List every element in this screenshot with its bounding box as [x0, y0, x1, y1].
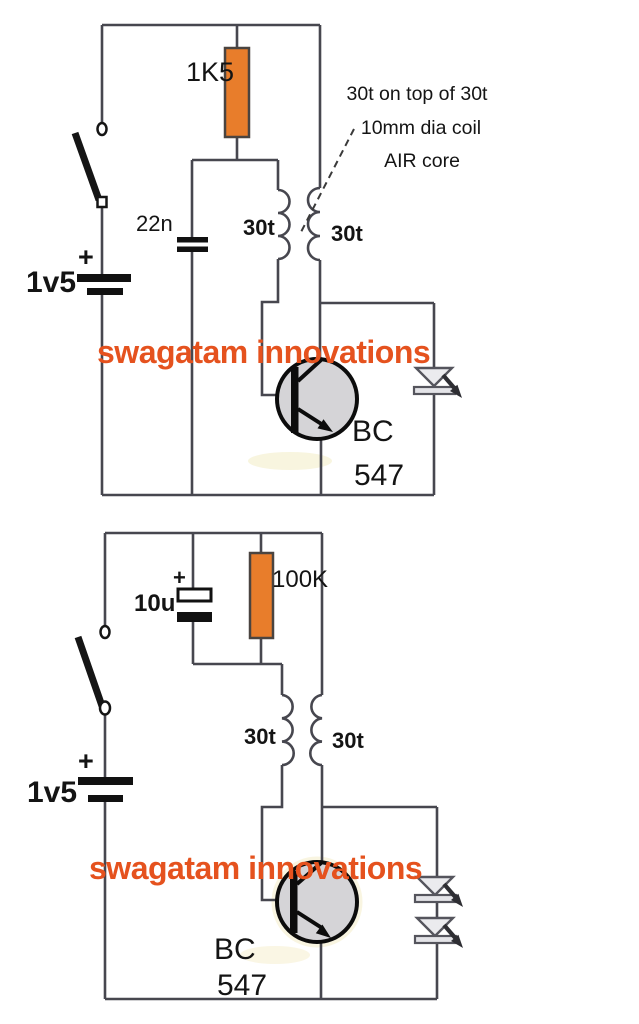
battery-positive-plate: [78, 777, 133, 785]
led-arrowhead: [450, 384, 462, 398]
led-arrow-shaft: [442, 882, 459, 901]
watermark-artifact: [248, 452, 332, 470]
battery-1v5: + 1v5: [27, 746, 133, 809]
capacitor-plate-bottom: [177, 612, 212, 622]
led-arrow-shaft: [442, 923, 459, 942]
transistor-circle: [275, 357, 359, 441]
annotation-line1: 30t on top of 30t: [347, 83, 489, 105]
transistor-bc547: BC 547: [275, 357, 404, 492]
led-cathode-bar: [412, 385, 457, 396]
capacitor-label: 10u: [134, 590, 175, 617]
transistor-label-line1: BC: [214, 933, 256, 966]
capacitor-plus-sign: +: [173, 565, 186, 590]
capacitor-22n: 22n: [136, 211, 208, 252]
capacitor-plate-top: [177, 237, 208, 243]
switch-bottom-contact: [96, 195, 108, 209]
switch-lever: [74, 635, 106, 708]
coil-left: [277, 188, 291, 261]
on-off-switch: [71, 121, 108, 209]
resistor-label: 1K5: [186, 57, 234, 87]
led-arrowhead: [451, 934, 463, 948]
resistor-body: [223, 46, 251, 139]
transistor-label-line2: 547: [354, 459, 404, 492]
switch-top-contact: [96, 121, 108, 137]
transistor-emitter-lead: [295, 910, 324, 930]
resistor-1k5: 1K5: [186, 46, 251, 139]
annotation-line3: AIR core: [384, 150, 460, 172]
led-2: [413, 916, 463, 948]
transistor-collector-lead: [296, 358, 323, 383]
coil-right: [306, 186, 321, 262]
watermark-text: swagatam innovations: [89, 850, 422, 886]
switch-bottom-contact: [98, 700, 112, 716]
switch-lever: [71, 131, 103, 202]
led-1: [413, 875, 463, 907]
transistor-base-bar: [291, 367, 299, 433]
bottom-circuit: + 1v5 + 10u 100K 30t 30t: [27, 531, 463, 1002]
led: [412, 366, 462, 398]
switch-top-contact: [99, 624, 111, 640]
resistor-label: 100K: [272, 566, 328, 593]
transistor-base-bar: [290, 871, 298, 933]
transistor-bc547: BC 547: [214, 860, 359, 1002]
battery-negative-plate: [87, 288, 123, 295]
battery-plus-sign: +: [78, 746, 94, 776]
led-cathode-bar: [413, 934, 458, 945]
watermark-text: swagatam innovations: [97, 334, 430, 370]
battery-label: 1v5: [26, 266, 76, 299]
capacitor-label: 22n: [136, 211, 173, 236]
annotation-leader-line: [299, 128, 355, 235]
coil-left-label: 30t: [243, 215, 275, 240]
coil-pair: 30t 30t: [243, 186, 363, 262]
transistor-collector-lead: [295, 861, 323, 886]
coil-right-label: 30t: [332, 728, 364, 753]
coil-right-label: 30t: [331, 221, 363, 246]
transistor-emitter-lead: [296, 407, 325, 427]
bottom-circuit-wires: [103, 531, 439, 1001]
coil-left: [281, 693, 295, 767]
resistor-100k: 100K: [248, 551, 328, 640]
led-arrow-shaft: [441, 373, 458, 392]
coil-pair: 30t 30t: [244, 693, 364, 767]
battery-plus-sign: +: [78, 242, 94, 272]
battery-negative-plate: [88, 795, 123, 802]
coil-annotation: 30t on top of 30t 10mm dia coil AIR core: [299, 83, 489, 235]
resistor-body: [248, 551, 275, 640]
emitter-arrowhead: [317, 419, 333, 432]
on-off-switch: [74, 624, 112, 716]
transistor-label-line1: BC: [352, 415, 394, 448]
emitter-arrowhead: [315, 924, 331, 938]
led-cathode-bar: [413, 893, 458, 904]
capacitor-plate-bottom: [177, 246, 208, 252]
capacitor-10u: + 10u: [134, 565, 213, 622]
transistor-label-line2: 547: [217, 969, 267, 1002]
top-circuit-wires: [100, 23, 436, 497]
battery-1v5: + 1v5: [26, 242, 131, 299]
led-arrowhead: [451, 893, 463, 907]
annotation-line2: 10mm dia coil: [361, 117, 481, 139]
watermark-artifact: [240, 946, 310, 964]
capacitor-plate-top: [176, 587, 213, 603]
coil-right: [309, 693, 323, 767]
battery-label: 1v5: [27, 776, 77, 809]
top-circuit: + 1v5 1K5 22n 30t 30t 30t on top of 30t: [26, 23, 489, 497]
coil-left-label: 30t: [244, 724, 276, 749]
battery-positive-plate: [77, 274, 131, 282]
